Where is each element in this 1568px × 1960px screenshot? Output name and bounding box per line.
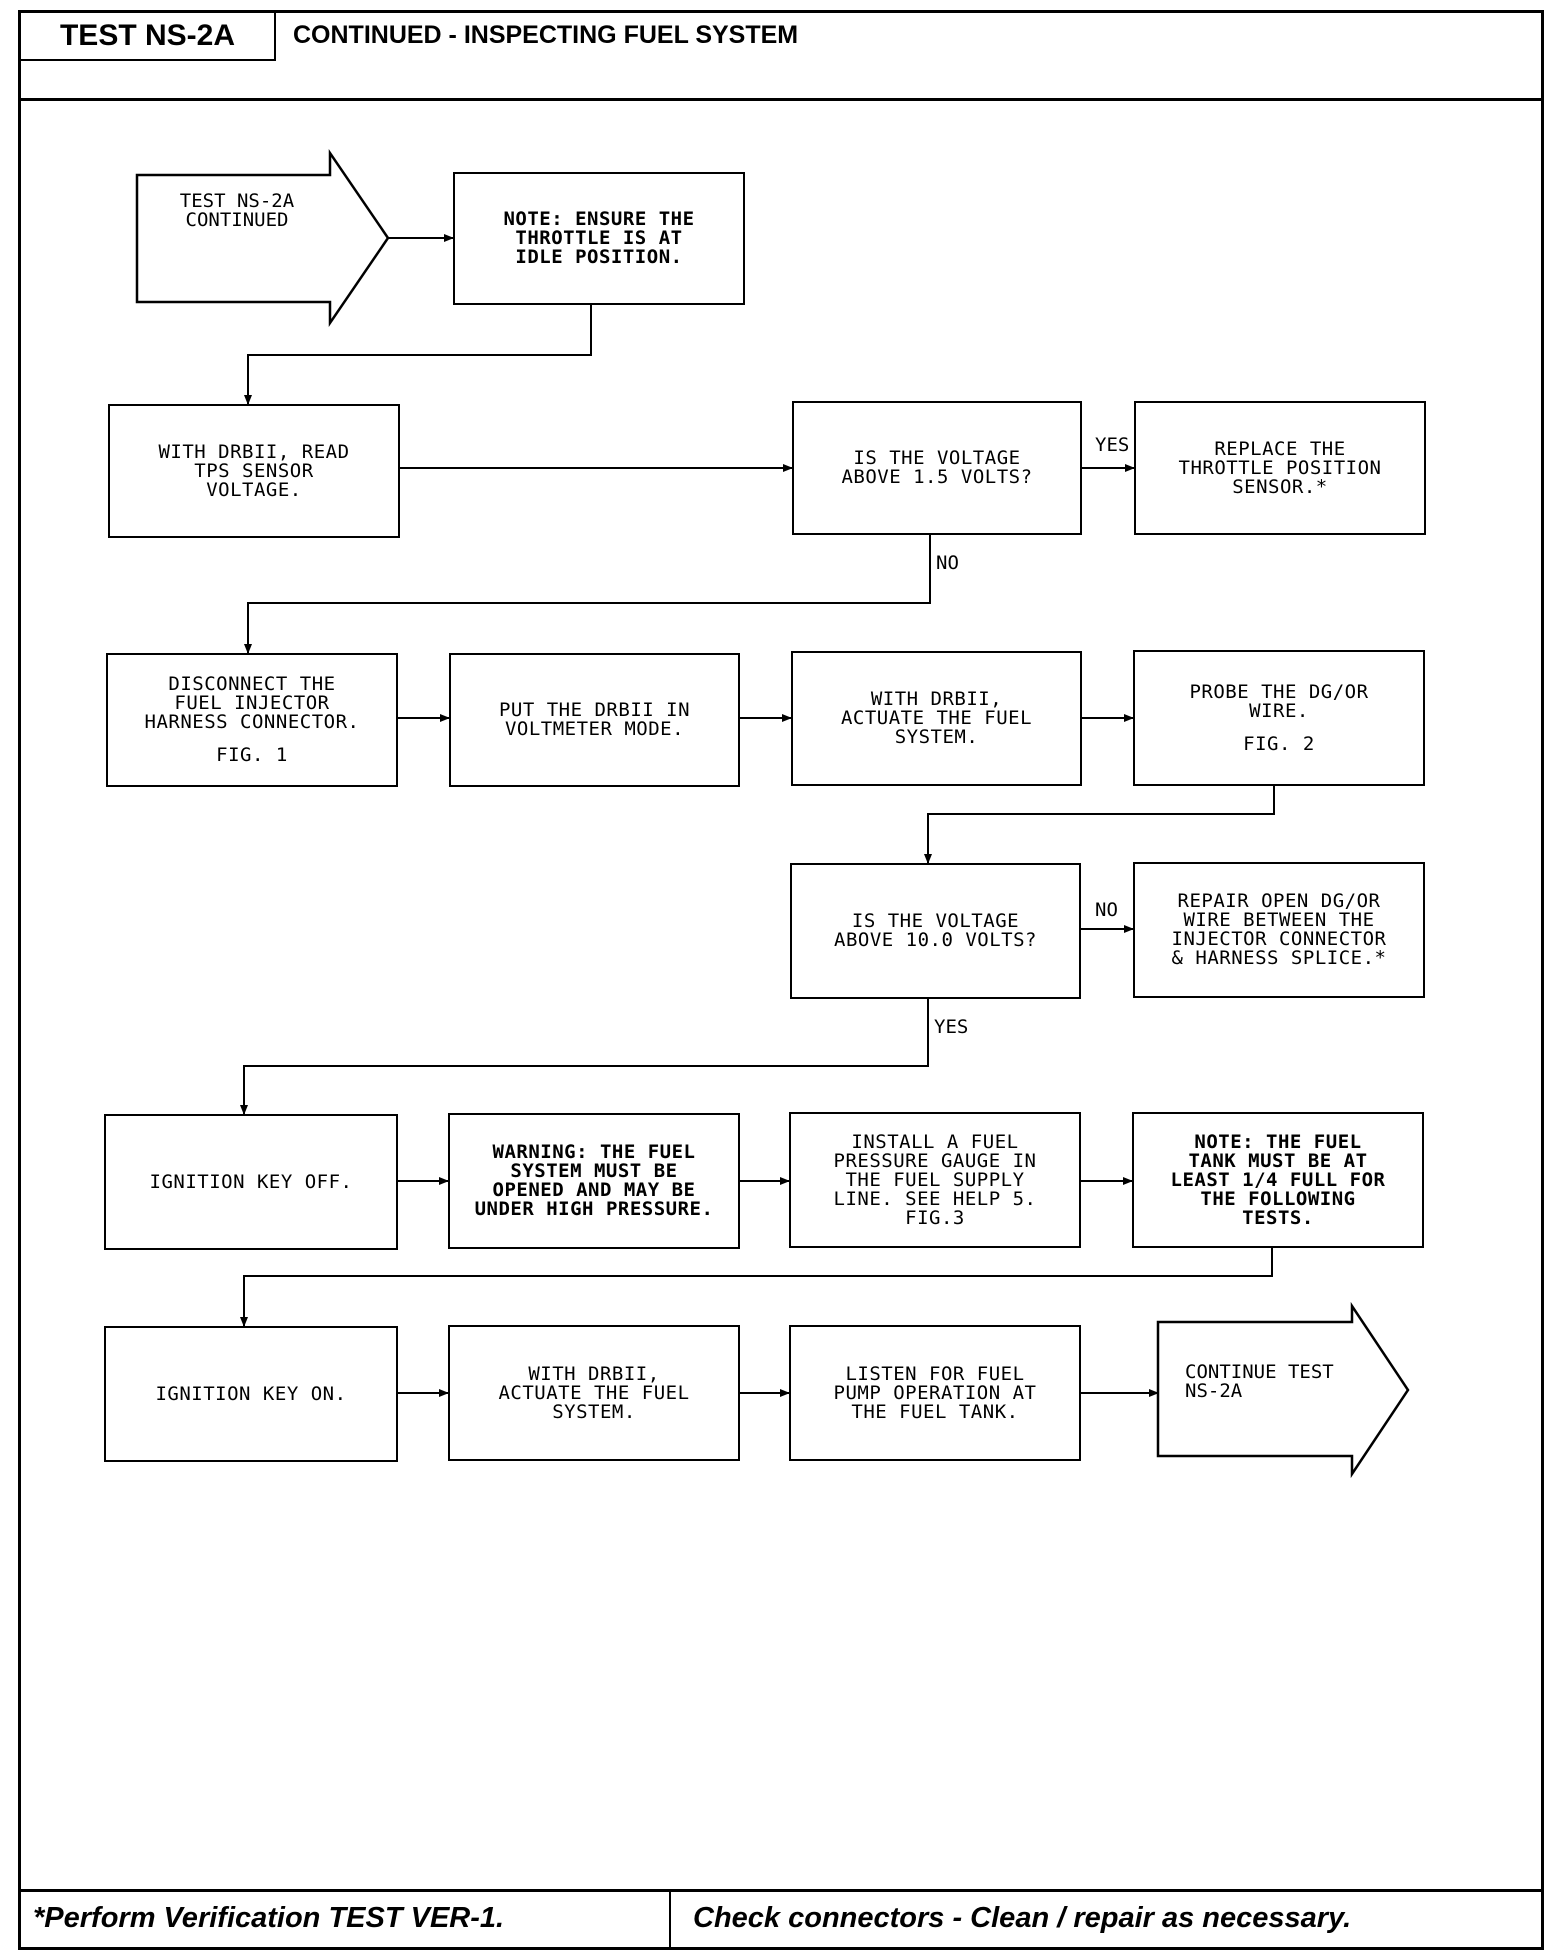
page-header: TEST NS-2A CONTINUED - INSPECTING FUEL S… — [21, 13, 1541, 101]
install-gauge-box: INSTALL A FUEL PRESSURE GAUGE IN THE FUE… — [789, 1112, 1081, 1248]
connector-no-disconnect — [244, 535, 931, 654]
connector-probe-question — [924, 786, 1275, 864]
verification-note: *Perform Verification TEST VER-1. — [21, 1892, 671, 1947]
replace-tps-box: REPLACE THE THROTTLE POSITION SENSOR.* — [1134, 401, 1426, 535]
actuate-fuel-box-1: WITH DRBII, ACTUATE THE FUEL SYSTEM. — [791, 651, 1082, 786]
start-node: TEST NS-2A CONTINUED — [179, 190, 295, 231]
actuate-fuel-box-2: WITH DRBII, ACTUATE THE FUEL SYSTEM. — [448, 1325, 740, 1461]
disconnect-injector-box: DISCONNECT THE FUEL INJECTOR HARNESS CON… — [106, 653, 398, 787]
continue-node: CONTINUE TEST NS-2A — [1185, 1361, 1334, 1402]
label-yes-1: YES — [1095, 434, 1130, 456]
start-arrow-shape — [135, 148, 390, 328]
page-frame: TEST NS-2A CONTINUED - INSPECTING FUEL S… — [18, 10, 1544, 1950]
warning-box: WARNING: THE FUEL SYSTEM MUST BE OPENED … — [448, 1113, 740, 1249]
question-voltage-1-5: IS THE VOLTAGE ABOVE 1.5 VOLTS? — [792, 401, 1082, 535]
connector-note: Check connectors - Clean / repair as nec… — [693, 1902, 1352, 1934]
read-tps-box: WITH DRBII, READ TPS SENSOR VOLTAGE. — [108, 404, 400, 538]
question-voltage-10: IS THE VOLTAGE ABOVE 10.0 VOLTS? — [790, 863, 1081, 999]
label-no-2: NO — [1095, 899, 1118, 921]
page-footer: *Perform Verification TEST VER-1. Check … — [21, 1889, 1541, 1947]
test-id: TEST NS-2A — [21, 13, 276, 61]
repair-wire-box: REPAIR OPEN DG/OR WIRE BETWEEN THE INJEC… — [1133, 862, 1425, 998]
note-tank-box: NOTE: THE FUEL TANK MUST BE AT LEAST 1/4… — [1132, 1112, 1424, 1248]
ignition-off-box: IGNITION KEY OFF. — [104, 1114, 398, 1250]
label-no-1: NO — [936, 552, 959, 574]
connector-note-read — [244, 305, 592, 405]
continue-arrow-shape — [1156, 1301, 1410, 1479]
note-throttle-box: NOTE: ENSURE THE THROTTLE IS AT IDLE POS… — [453, 172, 745, 305]
probe-wire-box: PROBE THE DG/OR WIRE. FIG. 2 — [1133, 650, 1425, 786]
connector-note-ignition-on — [240, 1248, 1273, 1327]
listen-pump-box: LISTEN FOR FUEL PUMP OPERATION AT THE FU… — [789, 1325, 1081, 1461]
ignition-on-box: IGNITION KEY ON. — [104, 1326, 398, 1462]
page-title: CONTINUED - INSPECTING FUEL SYSTEM — [293, 21, 799, 49]
label-yes-2: YES — [934, 1016, 969, 1038]
voltmeter-mode-box: PUT THE DRBII IN VOLTMETER MODE. — [449, 653, 740, 787]
connector-yes-ignition-off — [240, 998, 929, 1115]
